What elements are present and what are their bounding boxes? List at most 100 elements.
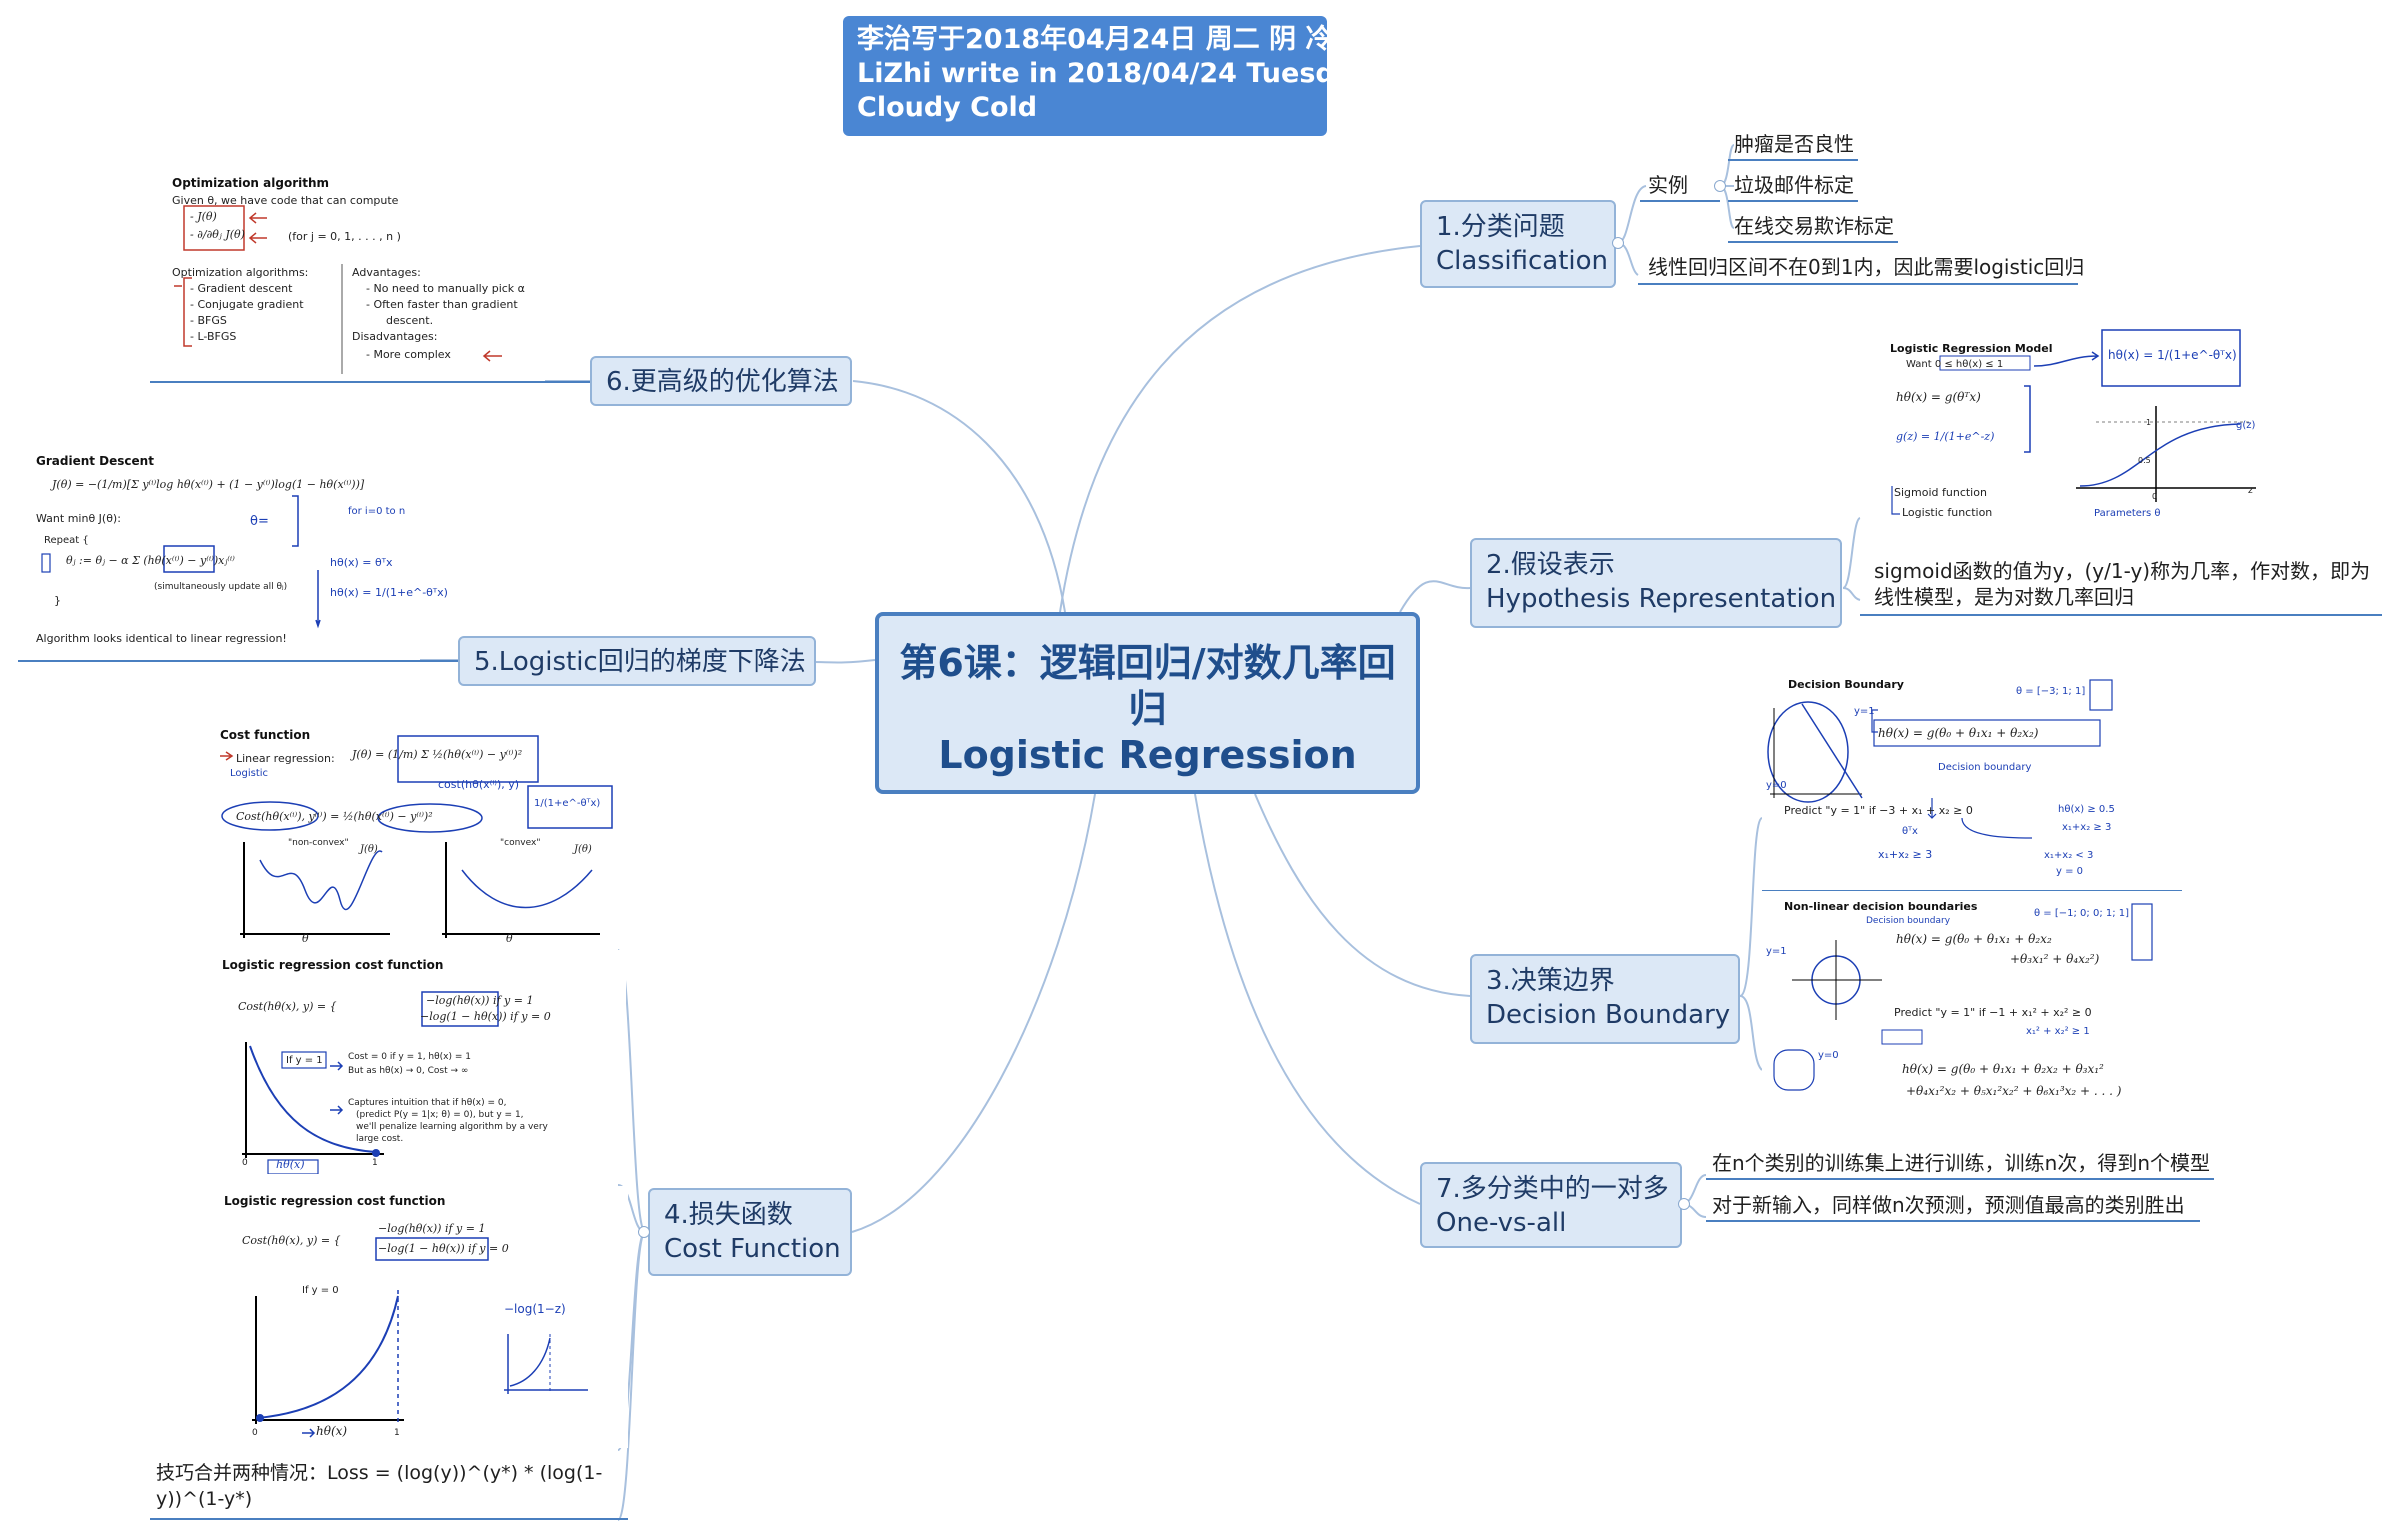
opt-dj: - ∂/∂θⱼ J(θ)	[190, 228, 245, 241]
nl-boundary-ink: Decision boundary	[1866, 916, 1951, 926]
db-ink-3: hθ(x) ≥ 0.5	[2058, 804, 2115, 815]
branch-cost-function[interactable]: 4.损失函数 Cost Function	[648, 1188, 852, 1276]
central-title-en: Logistic Regression	[938, 733, 1357, 777]
slide-ink-annotations	[242, 991, 499, 1174]
gd-want: Want minθ J(θ):	[36, 512, 121, 525]
db-ink-2: x₁+x₂ ≥ 3	[1878, 848, 1933, 861]
gd-cost-formula: J(θ) = −(1/m)[Σ y⁽ⁱ⁾log hθ(x⁽ⁱ⁾) + (1 − …	[52, 478, 365, 491]
slide-ink-annotations	[174, 205, 502, 374]
branch-advanced-optimization[interactable]: 6.更高级的优化算法	[590, 356, 852, 406]
cost3-case-1: −log(hθ(x)) if y = 1	[378, 1222, 486, 1235]
cost-nonconvex: "non-convex"	[288, 838, 349, 848]
collapse-toggle-icon[interactable]	[1612, 237, 1624, 249]
model-one: 1	[2146, 418, 2152, 427]
model-params: Parameters θ	[2094, 508, 2161, 519]
slide-ink-annotations	[1891, 329, 2256, 515]
hypothesis-note-2: 线性模型，是为对数几率回归	[1874, 585, 2134, 609]
cost-jlabel-2: J(θ)	[574, 844, 592, 855]
opt-given: Given θ, we have code that can compute	[172, 194, 399, 207]
model-h: hθ(x) = g(θᵀx)	[1896, 390, 1981, 404]
cost3-ink: −log(1−z)	[504, 1302, 566, 1316]
collapse-toggle-icon[interactable]	[638, 1226, 650, 1238]
db-h: hθ(x) = g(θ₀ + θ₁x₁ + θ₂x₂)	[1878, 726, 2039, 740]
collapse-toggle-icon[interactable]	[1714, 180, 1726, 192]
branch-cost-function-en: Cost Function	[664, 1234, 841, 1264]
branch-gradient-descent-zh: 5.Logistic回归的梯度下降法	[474, 647, 806, 677]
slide-gradient-descent: Gradient Descent J(θ) = −(1/m)[Σ y⁽ⁱ⁾log…	[30, 446, 450, 654]
cost-theta-1: θ	[302, 932, 309, 945]
leaf-underline	[1638, 283, 2078, 285]
opt-algo-4: - L-BFGS	[190, 330, 237, 343]
leaf-underline	[1706, 1178, 2214, 1180]
model-gz: g(z)	[2236, 420, 2256, 431]
model-logistic: Logistic function	[1902, 506, 1993, 519]
branch-classification-en: Classification	[1436, 246, 1609, 276]
leaf-underline	[1728, 241, 1898, 243]
cost-jlabel-1: J(θ)	[360, 844, 378, 855]
db-y0: y=0	[1766, 780, 1787, 791]
slide-ink-annotations	[220, 735, 613, 938]
slide-ink-annotations	[41, 495, 321, 629]
cost2-xlabel: hθ(x)	[276, 1158, 305, 1171]
cost2-formula: Cost(hθ(x), y) = {	[238, 1000, 337, 1013]
cost2-if-y1: If y = 1	[286, 1055, 323, 1066]
leaf-underline	[1860, 614, 2382, 616]
branch-classification[interactable]: 1.分类问题 Classification	[1420, 200, 1616, 288]
opt-dis-1: - More complex	[366, 348, 451, 361]
opt-forj: (for j = 0, 1, . . . , n )	[288, 230, 401, 243]
one-vs-all-item-2: 对于新输入，同样做n次预测，预测值最高的类别胜出	[1712, 1193, 2185, 1217]
slide-logistic-cost-y1: Logistic regression cost function Cost(h…	[206, 950, 626, 1174]
model-half: 0.5	[2138, 456, 2151, 465]
slide-optimization-algorithm: Optimization algorithm Given θ, we have …	[162, 166, 582, 376]
model-g: g(z) = 1/(1+e^-z)	[1896, 430, 1995, 443]
branch-hypothesis-en: Hypothesis Representation	[1486, 584, 1837, 614]
cost-definition: Cost(hθ(x⁽ⁱ⁾), y⁽ⁱ⁾) = ½(hθ(x⁽ⁱ⁾) − y⁽ⁱ⁾…	[236, 810, 433, 823]
gd-simultaneous: (simultaneously update all θⱼ)	[154, 582, 288, 592]
branch-decision-boundary-zh: 3.决策边界	[1486, 966, 1615, 996]
leaf-underline	[1728, 200, 1858, 202]
db-title: Decision Boundary	[1788, 678, 1904, 691]
slide-logistic-model: Logistic Regression Model Want 0 ≤ hθ(x)…	[1880, 326, 2260, 532]
cost-ink-cost: cost(hθ(x⁽ⁱ⁾), y)	[438, 778, 520, 791]
gd-repeat: Repeat {	[44, 535, 89, 546]
db-boundary-ink: Decision boundary	[1938, 762, 2032, 773]
cost-theta-2: θ	[506, 932, 513, 945]
central-topic[interactable]: 第6课：逻辑回归/对数几率回 归 Logistic Regression	[875, 612, 1420, 794]
gd-ink-linear: hθ(x) = θᵀx	[330, 556, 393, 569]
slide-decision-boundary: Decision Boundary hθ(x) = g(θ₀ + θ₁x₁ + …	[1762, 668, 2152, 890]
opt-dis-title: Disadvantages:	[352, 330, 438, 343]
cost2-title: Logistic regression cost function	[222, 958, 444, 972]
cost-linear-regression: Linear regression:	[236, 752, 335, 765]
opt-adv-title: Advantages:	[352, 266, 421, 279]
db-ink-5: x₁+x₂ < 3	[2044, 850, 2094, 861]
cost2-case-2: −log(1 − hθ(x)) if y = 0	[420, 1010, 551, 1023]
gd-ink-for: for i=0 to n	[348, 506, 406, 517]
branch-hypothesis[interactable]: 2.假设表示 Hypothesis Representation	[1470, 538, 1842, 628]
opt-algo-1: - Gradient descent	[190, 282, 293, 295]
date-line-en: LiZhi write in 2018/04/24 Tuesday	[857, 58, 1370, 89]
opt-algo-2: - Conjugate gradient	[190, 298, 304, 311]
nl-title: Non-linear decision boundaries	[1784, 900, 1978, 913]
cost2-zero: 0	[242, 1158, 248, 1168]
model-zero: 0	[2152, 492, 2158, 501]
cost-ink-sigmoid: 1/(1+e^-θᵀx)	[534, 798, 601, 809]
nl-y1: y=1	[1766, 946, 1787, 957]
model-sigmoid: Sigmoid function	[1894, 486, 1987, 499]
gd-close: }	[54, 594, 61, 607]
branch-advanced-optimization-zh: 6.更高级的优化算法	[606, 367, 839, 397]
leaf-underline	[150, 1518, 628, 1520]
opt-adv-2: - Often faster than gradient	[366, 298, 518, 311]
nl-ink: x₁² + x₂² ≥ 1	[2026, 1026, 2090, 1037]
date-header: 李治写于2018年04月24日 周二 阴 冷 LiZhi write in 20…	[843, 16, 1370, 136]
cost2-bullet-5: we'll penalize learning algorithm by a v…	[356, 1122, 548, 1132]
branch-one-vs-all[interactable]: 7.多分类中的一对多 One-vs-all	[1420, 1162, 1682, 1248]
branch-decision-boundary[interactable]: 3.决策边界 Decision Boundary	[1470, 954, 1740, 1044]
cost2-one: 1	[372, 1158, 378, 1168]
branch-gradient-descent[interactable]: 5.Logistic回归的梯度下降法	[458, 636, 816, 686]
cost3-formula: Cost(hθ(x), y) = {	[242, 1234, 341, 1247]
collapse-toggle-icon[interactable]	[1678, 1198, 1690, 1210]
branch-one-vs-all-zh: 7.多分类中的一对多	[1436, 1174, 1669, 1204]
gd-footer: Algorithm looks identical to linear regr…	[36, 632, 287, 645]
leaf-underline	[1706, 1220, 2200, 1222]
leaf-underline	[1640, 200, 1720, 202]
